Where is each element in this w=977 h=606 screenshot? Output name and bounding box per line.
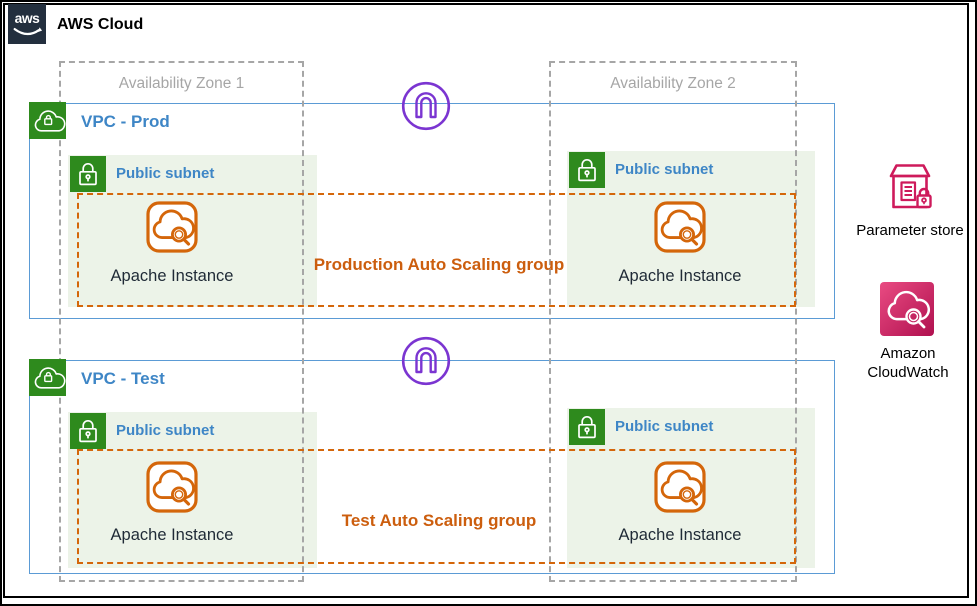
vpc-prod-label: VPC - Prod xyxy=(81,112,170,131)
production-asg-label: Production Auto Scaling group xyxy=(313,255,565,274)
parameter-store-label: Parameter store xyxy=(856,222,964,239)
vpc-icon xyxy=(29,102,66,139)
apache-instance-label: Apache Instance xyxy=(110,267,234,285)
public-subnet-label: Public subnet xyxy=(116,422,215,439)
availability-zone-2-label: Availability Zone 2 xyxy=(610,75,736,92)
page-title: AWS Cloud xyxy=(57,16,144,33)
apache-instance-label: Apache Instance xyxy=(618,267,742,285)
test-asg-box xyxy=(77,449,796,564)
aws-logo-icon: aws xyxy=(8,4,46,44)
internet-gateway-icon xyxy=(400,335,452,387)
public-subnet-label: Public subnet xyxy=(615,161,714,178)
vpc-test-box xyxy=(29,360,835,574)
public-subnet-label: Public subnet xyxy=(116,165,215,182)
vpc-test-label: VPC - Test xyxy=(81,369,165,388)
cloudwatch-label-line1: Amazon xyxy=(880,345,936,362)
internet-gateway-icon xyxy=(400,80,452,132)
availability-zone-1-label: Availability Zone 1 xyxy=(118,75,245,92)
cloudwatch-label-line2: CloudWatch xyxy=(867,364,949,381)
test-asg-label: Test Auto Scaling group xyxy=(341,511,537,530)
cloudwatch-icon xyxy=(880,282,934,336)
public-subnet-lock-icon xyxy=(569,152,605,188)
public-subnet-lock-icon xyxy=(70,156,106,192)
public-subnet-label: Public subnet xyxy=(615,418,714,435)
public-subnet-lock-icon xyxy=(569,409,605,445)
parameter-store-icon xyxy=(881,159,939,217)
cloudwatch-label: Amazon CloudWatch xyxy=(842,344,974,382)
public-subnet-lock-icon xyxy=(70,413,106,449)
apache-instance-icon xyxy=(654,201,706,253)
vpc-prod-box xyxy=(29,103,835,319)
aws-cloud-container xyxy=(3,3,969,598)
apache-instance-icon xyxy=(654,461,706,513)
production-asg-box xyxy=(77,193,796,307)
aws-logo-text: aws xyxy=(15,10,40,26)
availability-zone-1-box: Availability Zone 1 xyxy=(59,61,304,582)
apache-instance-label: Apache Instance xyxy=(618,526,742,544)
apache-instance-icon xyxy=(146,461,198,513)
apache-instance-icon xyxy=(146,201,198,253)
apache-instance-label: Apache Instance xyxy=(110,526,234,544)
vpc-icon xyxy=(29,359,66,396)
availability-zone-2-box: Availability Zone 2 xyxy=(549,61,797,582)
